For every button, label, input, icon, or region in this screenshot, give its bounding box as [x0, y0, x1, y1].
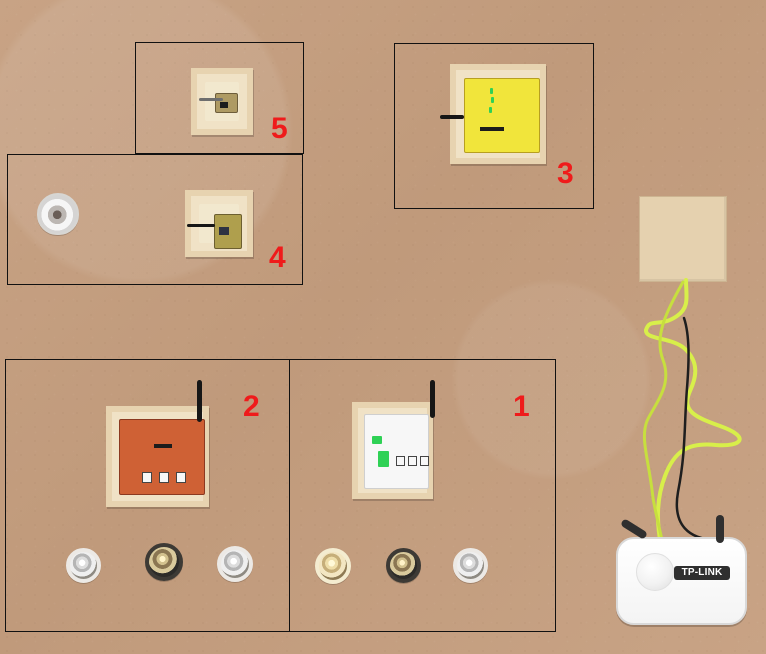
controller-board-icon	[464, 78, 540, 153]
device-wire-4	[187, 224, 215, 227]
zone-label-1: 1	[513, 390, 530, 423]
module-chip	[480, 127, 504, 131]
device-wire-5	[199, 98, 223, 101]
module-chip	[219, 227, 229, 235]
status-led	[378, 451, 389, 467]
device-antenna-2	[197, 380, 202, 422]
zone-label-5: 5	[271, 112, 288, 145]
junction-box	[639, 196, 727, 282]
device-box-2	[106, 380, 209, 507]
network-cable	[642, 280, 685, 547]
relay-block	[408, 456, 417, 466]
device-box-1	[352, 380, 435, 499]
zone-label-4: 4	[269, 241, 286, 274]
zone-5-frame	[135, 42, 304, 154]
status-led	[491, 97, 494, 103]
device-wire-3	[440, 115, 464, 119]
light-bulb-icon	[145, 543, 183, 581]
relay-block	[420, 456, 429, 466]
light-bulb-icon	[66, 548, 101, 583]
module-chip	[154, 444, 172, 448]
zone-4-frame	[7, 154, 303, 285]
zone-3-frame	[394, 43, 594, 209]
controller-board-icon	[364, 414, 429, 489]
status-led	[372, 436, 382, 444]
zone-1-frame	[289, 359, 556, 632]
relay-block	[142, 472, 152, 483]
relay-block	[176, 472, 186, 483]
router-brand-label: TP-LINK	[674, 566, 730, 580]
zone-label-3: 3	[557, 157, 574, 190]
device-box-5	[191, 68, 253, 135]
status-led	[490, 88, 493, 94]
light-bulb-icon	[453, 548, 488, 583]
power-cable	[675, 316, 717, 542]
module-chip	[220, 102, 228, 108]
device-antenna-1	[430, 380, 435, 418]
router-dome	[636, 553, 674, 591]
router-icon: TP-LINK	[616, 537, 747, 625]
status-led	[489, 107, 492, 113]
light-bulb-icon	[386, 548, 421, 583]
device-box-3	[440, 64, 546, 164]
network-cable	[644, 278, 742, 548]
device-box-4	[185, 190, 253, 257]
relay-block	[396, 456, 405, 466]
light-bulb-icon	[37, 193, 79, 235]
light-bulb-icon	[217, 546, 253, 582]
light-bulb-icon	[315, 548, 351, 584]
relay-block	[159, 472, 169, 483]
router-antenna-right	[716, 515, 724, 543]
zone-label-2: 2	[243, 390, 260, 423]
controller-board-icon	[119, 419, 205, 495]
